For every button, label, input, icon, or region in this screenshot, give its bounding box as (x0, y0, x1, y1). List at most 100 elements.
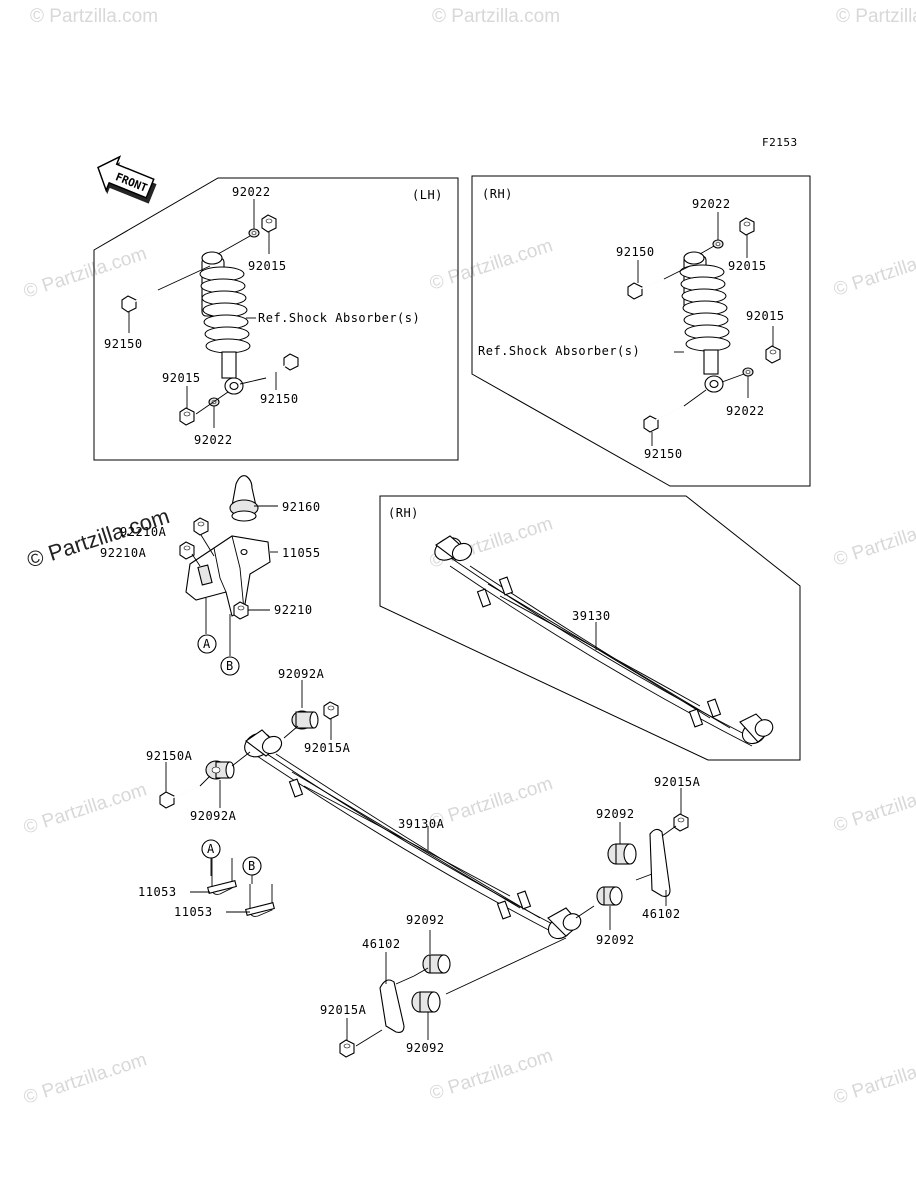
callout-letter: B (226, 659, 234, 673)
shock-absorber-lh (199, 251, 251, 395)
panel-side-label: (RH) (388, 506, 419, 520)
front-arrow-icon: FRONT (97, 155, 157, 204)
part-number-label: 11053 (138, 885, 177, 899)
part-number-label: 92210A (120, 525, 167, 539)
lh-shock-panel: (LH) (93, 177, 459, 461)
washer-icon (248, 228, 260, 238)
u-bolt-icon (245, 884, 275, 917)
part-number-label: 11053 (174, 905, 213, 919)
figure-code: F2153 (762, 136, 798, 149)
nut-icon (193, 517, 209, 536)
bushing-icon (291, 710, 319, 730)
part-number-label: 39130A (398, 817, 445, 831)
bolt-icon (159, 785, 201, 809)
bolt-icon (643, 405, 685, 433)
part-number-label: 92015A (320, 1003, 367, 1017)
nut-icon (261, 214, 277, 233)
watermark-text: © Partzilla.com (831, 241, 916, 301)
part-number-label: 92022 (692, 197, 731, 211)
callout-circle (197, 634, 217, 654)
bump-stop-icon (229, 475, 259, 522)
watermark-text: © Partzilla.com (432, 6, 560, 27)
part-number-label: 92150 (644, 447, 683, 461)
part-number-label: 92210 (274, 603, 313, 617)
part-number-label: 92150 (260, 392, 299, 406)
watermark-text: © Partzilla.com (21, 779, 149, 839)
bracket-icon (185, 535, 271, 617)
ref-label: Ref.Shock Absorber(s) (258, 311, 420, 325)
washer-icon (712, 239, 724, 249)
part-number-label: 92015 (746, 309, 785, 323)
part-number-label: 92092 (406, 1041, 445, 1055)
watermark-text: © Partzilla.com (831, 511, 916, 571)
watermark-text: © Partzilla.com (836, 6, 916, 27)
part-number-label: 92092A (278, 667, 325, 681)
part-number-label: 92015A (654, 775, 701, 789)
bracket-assembly: 92160 92210A 92210A 11055 92210 A B (100, 475, 321, 676)
washer-icon (742, 367, 754, 377)
callout-circle (220, 656, 240, 676)
bushing-icon (596, 886, 623, 906)
nut-icon (765, 345, 781, 364)
part-number-label: 92015 (728, 259, 767, 273)
nut-icon (179, 407, 195, 426)
shock-absorber-rh (679, 251, 731, 393)
part-number-label: 92150 (104, 337, 143, 351)
part-number-label: 92022 (194, 433, 233, 447)
callout-circle (201, 839, 221, 859)
callout-letter: A (207, 842, 215, 856)
part-number-label: 92150 (616, 245, 655, 259)
part-number-label: 46102 (642, 907, 681, 921)
part-number-label: 92092 (406, 913, 445, 927)
watermark-text: © Partzilla.com (831, 1049, 916, 1109)
part-number-label: 92015 (248, 259, 287, 273)
part-number-label: 92015A (304, 741, 351, 755)
watermark-text: © Partzilla.com (831, 777, 916, 837)
nut-icon (339, 1039, 355, 1058)
bushing-icon (422, 954, 451, 974)
nut-icon (739, 217, 755, 236)
part-number-label: 92092 (596, 807, 635, 821)
ref-label: Ref.Shock Absorber(s) (478, 344, 640, 358)
shackle-plate-icon (635, 828, 671, 897)
part-number-label: 92092A (190, 809, 237, 823)
rh-shock-panel: (RH) (471, 175, 811, 487)
leaf-spring-rh (434, 535, 774, 747)
u-bolt-icon (207, 858, 237, 895)
lh-spring-assembly: 92092A 92015A 92150A 92092A 39130A 92015… (138, 667, 701, 1058)
part-number-label: 92150A (146, 749, 193, 763)
callout-letter: A (203, 637, 211, 651)
watermark-text: © Partzilla.com (427, 1045, 555, 1105)
panel-side-label: (RH) (482, 187, 513, 201)
nut-icon (233, 601, 249, 620)
nut-icon (323, 701, 339, 720)
part-number-label: 92160 (282, 500, 321, 514)
part-number-label: 39130 (572, 609, 611, 623)
nut-icon (179, 541, 195, 560)
bushing-icon (411, 991, 441, 1013)
callout-letter: B (248, 859, 256, 873)
bushing-icon (607, 843, 637, 865)
part-number-label: 92022 (726, 404, 765, 418)
bolt-icon (627, 278, 665, 300)
part-number-label: 11055 (282, 546, 321, 560)
leaf-spring-lh (244, 729, 582, 940)
watermark-text: © Partzilla.com (30, 6, 158, 27)
bolt-icon (265, 353, 299, 379)
part-number-label: 92022 (232, 185, 271, 199)
watermark-text: © Partzilla.com (427, 773, 555, 833)
callout-circle (242, 856, 262, 876)
panel-side-label: (LH) (412, 188, 443, 202)
part-number-label: 46102 (362, 937, 401, 951)
bushing-icon (205, 760, 235, 780)
bolt-icon (121, 289, 159, 313)
part-number-label: 92092 (596, 933, 635, 947)
nut-icon (673, 813, 689, 832)
part-number-label: 92015 (162, 371, 201, 385)
part-number-label: 92210A (100, 546, 147, 560)
watermark-text: © Partzilla.com (21, 243, 149, 303)
watermark-text: © Partzilla.com (427, 235, 555, 295)
shackle-plate-icon (379, 975, 415, 1033)
